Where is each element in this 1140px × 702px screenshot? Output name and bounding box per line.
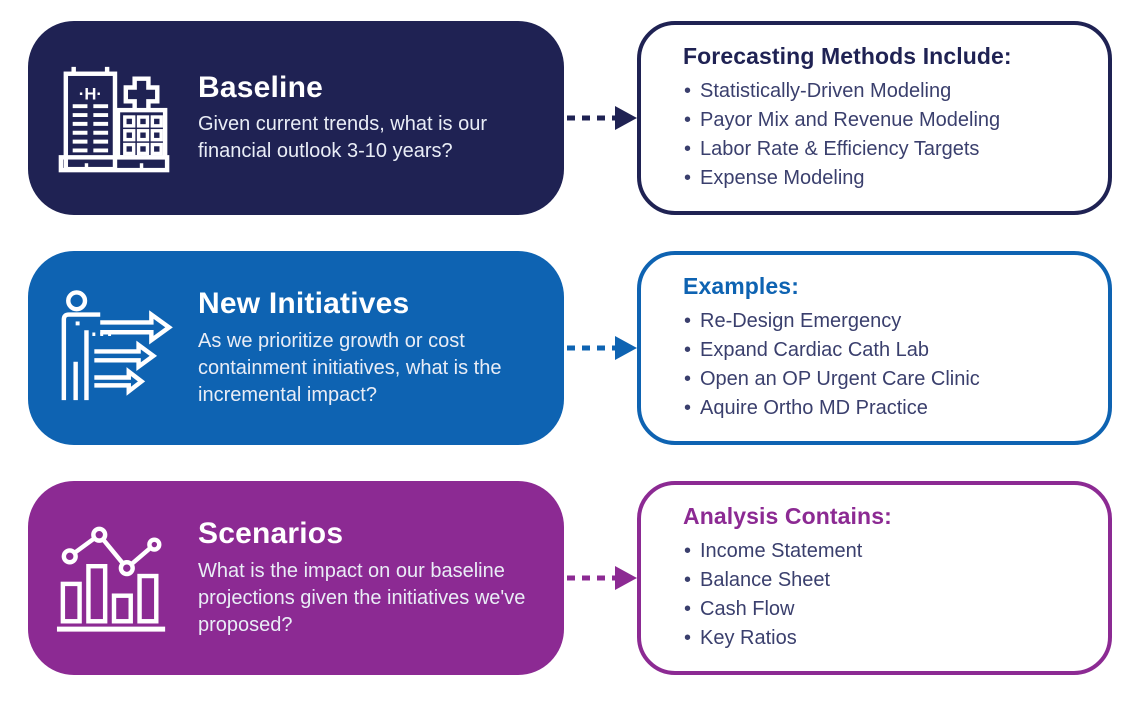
bar-line-chart-icon (55, 519, 173, 637)
row-baseline: ·H· Baseline Given current trends, what … (28, 21, 1112, 215)
panel-heading: Examples: (683, 273, 799, 299)
list-item: Payor Mix and Revenue Modeling (683, 106, 1084, 135)
card-text: Baseline Given current trends, what is o… (198, 71, 536, 166)
card-description: What is the impact on our baseline proje… (198, 559, 526, 636)
svg-text:·H·: ·H· (79, 84, 102, 103)
panel-list: Statistically-Driven Modeling Payor Mix … (683, 77, 1084, 193)
list-item: Balance Sheet (683, 566, 1084, 595)
hospital-building-icon: ·H· (55, 59, 173, 177)
list-item: Key Ratios (683, 624, 1084, 653)
scenarios-panel: Analysis Contains: Income Statement Bala… (637, 481, 1112, 675)
card-description: Given current trends, what is our financ… (198, 113, 488, 163)
card-description: As we prioritize growth or cost containm… (198, 329, 502, 406)
new-initiatives-card: New Initiatives As we prioritize growth … (28, 251, 564, 445)
card-title: New Initiatives (198, 287, 410, 321)
list-item: Re-Design Emergency (683, 307, 1084, 336)
card-text: New Initiatives As we prioritize growth … (198, 287, 536, 409)
panel-heading: Forecasting Methods Include: (683, 43, 1012, 69)
list-item: Open an OP Urgent Care Clinic (683, 365, 1084, 394)
card-text: Scenarios What is the impact on our base… (198, 517, 536, 639)
card-title: Baseline (198, 70, 323, 104)
dashed-right-arrow-icon (564, 21, 637, 215)
scenarios-card: Scenarios What is the impact on our base… (28, 481, 564, 675)
row-scenarios: Scenarios What is the impact on our base… (28, 481, 1112, 675)
baseline-card: ·H· Baseline Given current trends, what … (28, 21, 564, 215)
list-item: Statistically-Driven Modeling (683, 77, 1084, 106)
list-item: Aquire Ortho MD Practice (683, 394, 1084, 423)
panel-list: Re-Design Emergency Expand Cardiac Cath … (683, 307, 1084, 423)
list-item: Cash Flow (683, 595, 1084, 624)
list-item: Expense Modeling (683, 164, 1084, 193)
new-initiatives-panel: Examples: Re-Design Emergency Expand Car… (637, 251, 1112, 445)
baseline-panel: Forecasting Methods Include: Statistical… (637, 21, 1112, 215)
list-item: Income Statement (683, 537, 1084, 566)
person-with-arrows-icon (55, 289, 173, 407)
row-new-initiatives: New Initiatives As we prioritize growth … (28, 251, 1112, 445)
panel-list: Income Statement Balance Sheet Cash Flow… (683, 537, 1084, 653)
panel-heading: Analysis Contains: (683, 503, 892, 529)
card-title: Scenarios (198, 517, 344, 551)
dashed-right-arrow-icon (564, 251, 637, 445)
list-item: Expand Cardiac Cath Lab (683, 336, 1084, 365)
dashed-right-arrow-icon (564, 481, 637, 675)
list-item: Labor Rate & Efficiency Targets (683, 135, 1084, 164)
